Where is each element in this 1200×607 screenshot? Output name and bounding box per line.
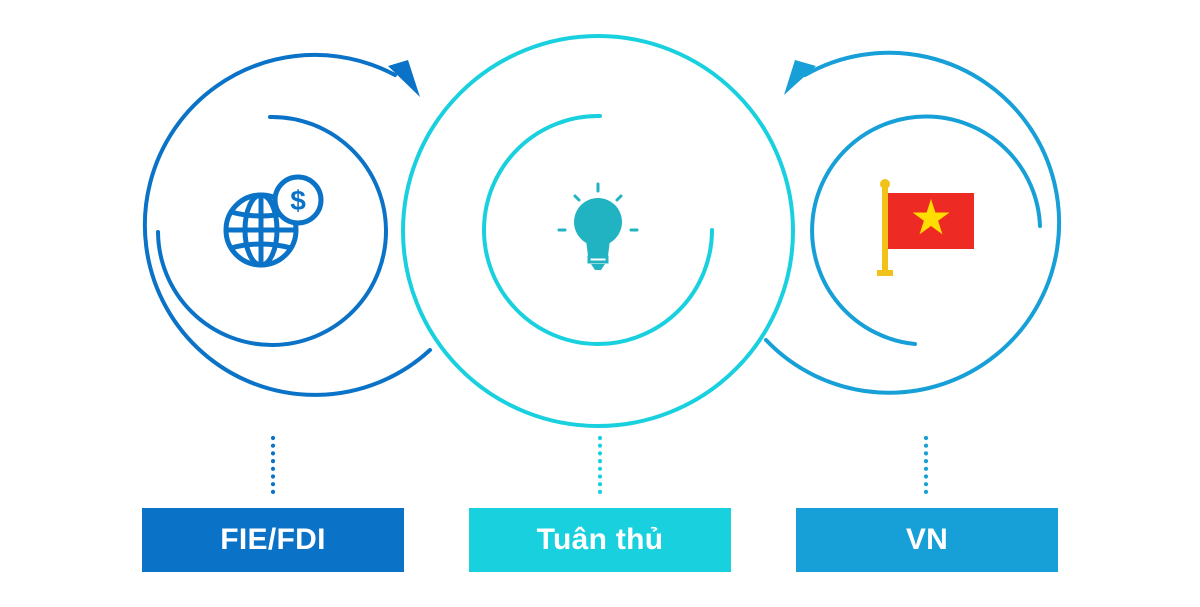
- vietnam-flag-icon: [877, 179, 974, 276]
- fie-arrow-head: [388, 60, 420, 97]
- tuan-thu-outer-circle: [401, 34, 795, 428]
- lightbulb-icon: [557, 182, 639, 270]
- vn-label-text: VN: [905, 523, 949, 556]
- connector-dot: [923, 443, 929, 448]
- vn-outer-arc: [764, 50, 1062, 395]
- fie-fdi-label: FIE/FDI: [142, 508, 404, 572]
- tuan-thu-circle-group: [401, 34, 795, 428]
- connector-dot: [270, 435, 276, 441]
- connector-dot: [270, 459, 276, 464]
- fie-fdi-label-text: FIE/FDI: [220, 523, 326, 556]
- connector-dot: [270, 466, 276, 471]
- vn-label: VN: [796, 508, 1058, 572]
- connector-dot: [270, 451, 276, 456]
- tuan-thu-dotted-connector: [597, 435, 603, 494]
- connector-dot: [597, 474, 603, 479]
- connector-dot: [923, 466, 929, 471]
- vn-circle-group: [764, 50, 1062, 395]
- connector-dot: [597, 443, 603, 448]
- fie-outer-arc: [142, 52, 432, 397]
- connector-dot: [923, 435, 929, 441]
- connector-dot: [923, 474, 929, 479]
- connector-dot: [270, 474, 276, 479]
- fie-inner-arc: [156, 114, 388, 347]
- fie-dotted-connector: [270, 435, 276, 494]
- connector-dot: [597, 489, 603, 494]
- fie-circle-group: $: [142, 52, 432, 397]
- connector-dot: [597, 435, 603, 441]
- connector-dot: [923, 451, 929, 456]
- tuan-thu-inner-arc: [482, 113, 714, 346]
- connector-dot: [923, 489, 929, 494]
- connector-dot: [597, 482, 603, 487]
- tuan-thu-label-text: Tuân thủ: [536, 523, 664, 556]
- connector-dot: [597, 466, 603, 471]
- connector-dot: [923, 482, 929, 487]
- vn-inner-arc: [810, 114, 1042, 346]
- globe-dollar-icon: $: [223, 174, 324, 268]
- connector-dot: [923, 459, 929, 464]
- svg-text:$: $: [290, 185, 306, 216]
- connector-dot: [597, 451, 603, 456]
- vn-arrow-head: [784, 60, 816, 95]
- connector-dot: [597, 459, 603, 464]
- tuan-thu-label: Tuân thủ: [469, 508, 731, 572]
- vn-dotted-connector: [923, 435, 929, 494]
- connector-dot: [270, 443, 276, 448]
- connector-dot: [270, 482, 276, 487]
- connector-dot: [270, 489, 276, 494]
